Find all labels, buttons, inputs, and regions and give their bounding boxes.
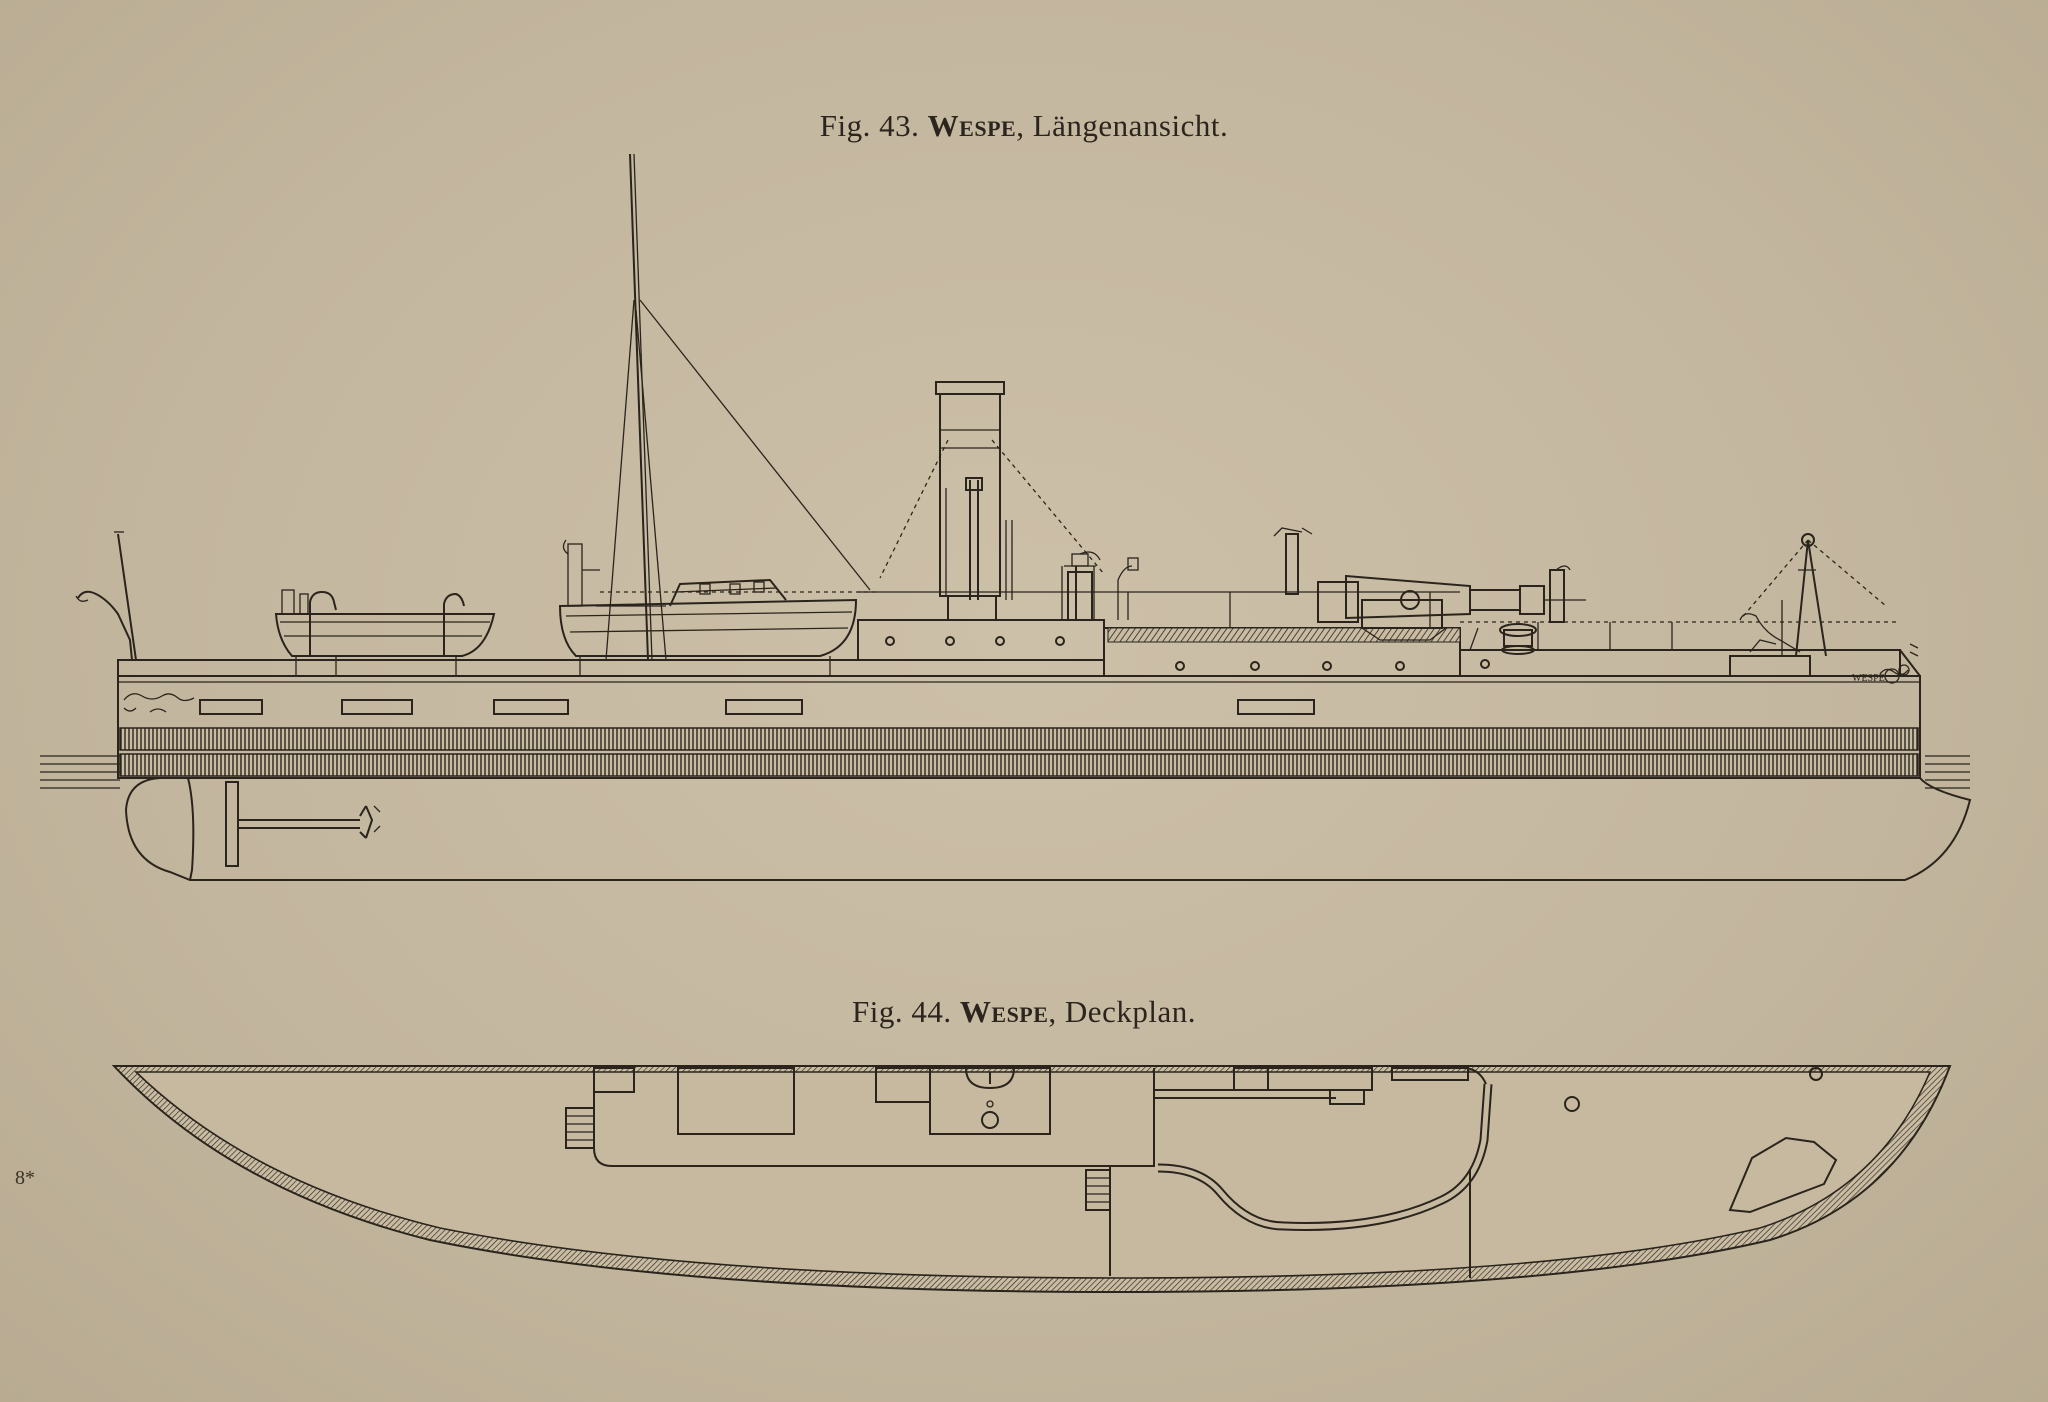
deck-hull-outline: [111, 1065, 1952, 1294]
figure-43-suffix: , Längenansicht.: [1016, 108, 1229, 143]
figure-44-ship-name: Wespe: [959, 994, 1049, 1029]
gun-track: [1154, 1067, 1493, 1231]
mast: [596, 153, 871, 661]
main-gun: [1273, 527, 1586, 641]
figure-43-number: Fig. 43.: [819, 108, 920, 143]
hull-lower: [124, 777, 1972, 881]
figure-43-ship-name: Wespe: [927, 108, 1017, 143]
forward-deck-fittings: [1564, 1067, 1838, 1214]
figure-44-number: Fig. 44.: [852, 994, 952, 1029]
margin-mark: 8*: [15, 1167, 35, 1189]
stern-flagstaff: [75, 531, 137, 661]
aft-ship-boat: [274, 589, 496, 676]
midship-fittings: [1061, 551, 1139, 621]
deckhouse: [565, 1067, 1155, 1167]
deck-divisions: [1085, 1166, 1471, 1278]
mid-ship-boat: [558, 539, 858, 676]
figure-43-caption: Fig. 43. Wespe, Längenansicht.: [0, 108, 2048, 144]
bow-ornament: [1879, 643, 1921, 684]
bow-derrick: [1739, 533, 1887, 657]
hull-lettering: WESPE: [1852, 673, 1885, 684]
figure-44-caption: Fig. 44. Wespe, Deckplan.: [0, 994, 2048, 1030]
forward-capstan: [1469, 623, 1537, 655]
figure-44-suffix: , Deckplan.: [1048, 994, 1196, 1029]
